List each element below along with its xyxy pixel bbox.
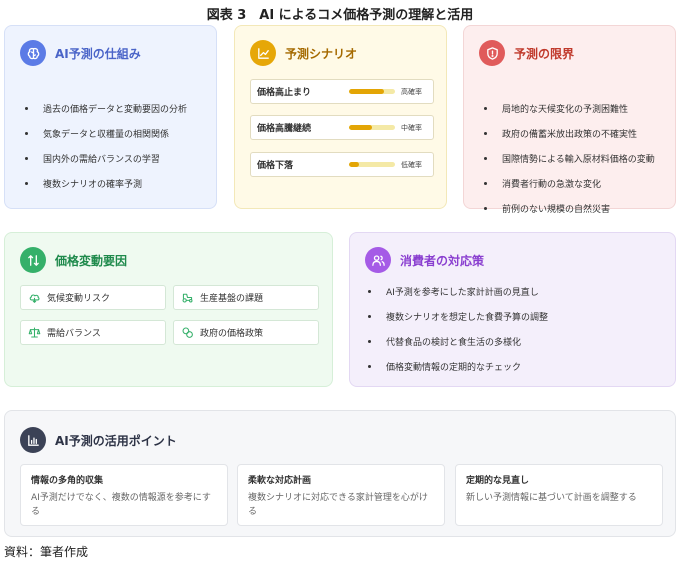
card-title: AI予測の活用ポイント [55,433,177,448]
usage-point: 情報の多角的収集 AI予測だけでなく、複数の情報源を参考にする [20,464,228,526]
scenario-row: 価格下落 低確率 [250,152,434,177]
card-ai-mechanism: AI予測の仕組み 過去の価格データと変動要因の分析 気象データと収穫量の相関関係… [4,25,217,209]
usage-point-desc: 新しい予測情報に基づいて計画を調整する [466,493,637,503]
probability-bar [349,162,395,167]
scenario-label: 価格下落 [257,161,294,171]
list-item: 局地的な天候変化の予測困難性 [480,102,655,115]
users-icon [365,247,391,273]
cloud-icon [29,294,40,303]
card-header: 価格変動要因 [20,247,127,273]
scenario-row: 価格高止まり 高確率 [250,79,434,104]
card-title: 消費者の対応策 [400,253,485,268]
bar-chart-icon [20,427,46,453]
scenario-rate: 低確率 [401,160,422,169]
scenario-row: 価格高騰継続 中確率 [250,115,434,140]
card-header: AI予測の仕組み [20,40,141,66]
card-consumer-measures: 消費者の対応策 AI予測を参考にした家計計画の見直し 複数シナリオを想定した食費… [349,232,676,387]
list-item: 複数シナリオの確率予測 [21,177,187,190]
list-item: 国際情勢による輸入原材料価格の変動 [480,152,655,165]
list-item: 過去の価格データと変動要因の分析 [21,102,187,115]
usage-point-title: 定期的な見直し [466,476,530,486]
card-prediction-limits: 予測の限界 局地的な天候変化の予測困難性 政府の備蓄米放出政策の不確実性 国際情… [463,25,676,215]
list-item: AI予測を参考にした家計計画の見直し [364,285,548,298]
bullet-list: 過去の価格データと変動要因の分析 気象データと収穫量の相関関係 国内外の需給バラ… [21,102,187,202]
list-item: 国内外の需給バランスの学習 [21,152,187,165]
source-note: 資料：筆者作成 [4,545,89,559]
shield-alert-icon [479,40,505,66]
card-ai-usage-points: AI予測の活用ポイント 情報の多角的収集 AI予測だけでなく、複数の情報源を参考… [4,410,676,537]
card-scenarios: 予測シナリオ 価格高止まり 高確率 価格高騰継続 中確率 価格下落 低確率 [234,25,447,209]
factor-item: 気候変動リスク [20,285,166,310]
list-item: 気象データと収穫量の相関関係 [21,127,187,140]
coins-icon [182,327,193,338]
scenario-label: 価格高止まり [257,88,312,98]
tractor-icon [182,293,193,303]
factor-item: 政府の価格政策 [173,320,319,345]
scenario-rate: 中確率 [401,123,422,132]
card-header: 予測の限界 [479,40,574,66]
trend-chart-icon [250,40,276,66]
scenario-rate: 高確率 [401,87,422,96]
probability-fill [349,162,360,167]
factor-label: 需給バランス [47,329,101,339]
factor-item: 需給バランス [20,320,166,345]
card-header: 予測シナリオ [250,40,357,66]
probability-fill [349,125,372,130]
card-price-factors: 価格変動要因 気候変動リスク 生産基盤の課題 需給バランス 政府の価格政策 [4,232,333,387]
factor-label: 生産基盤の課題 [200,294,264,304]
bullet-list: AI予測を参考にした家計計画の見直し 複数シナリオを想定した食費予算の調整 代替… [364,285,548,385]
scale-icon [28,327,41,338]
bullet-list: 局地的な天候変化の予測困難性 政府の備蓄米放出政策の不確実性 国際情勢による輸入… [480,102,655,227]
list-item: 前例のない規模の自然災害 [480,202,655,215]
card-header: AI予測の活用ポイント [20,427,177,453]
card-title: 価格変動要因 [55,253,128,268]
factor-label: 政府の価格政策 [200,329,264,339]
scenario-label: 価格高騰継続 [257,124,312,134]
card-title: 予測の限界 [514,46,575,61]
usage-point: 柔軟な対応計画 複数シナリオに対応できる家計管理を心がける [237,464,445,526]
probability-bar [349,89,395,94]
list-item: 消費者行動の急激な変化 [480,177,655,190]
list-item: 政府の備蓄米放出政策の不確実性 [480,127,655,140]
card-header: 消費者の対応策 [365,247,484,273]
list-item: 価格変動情報の定期的なチェック [364,360,548,373]
list-item: 複数シナリオを想定した食費予算の調整 [364,310,548,323]
figure-title: 図表 3 AI によるコメ価格予測の理解と活用 [206,8,474,23]
card-title: AI予測の仕組み [55,46,141,61]
usage-point-desc: 複数シナリオに対応できる家計管理を心がける [248,493,428,517]
up-down-arrows-icon [20,247,46,273]
probability-bar [349,125,395,130]
factor-label: 気候変動リスク [47,294,111,304]
brain-icon [20,40,46,66]
list-item: 代替食品の検討と食生活の多様化 [364,335,548,348]
usage-point-title: 情報の多角的収集 [31,476,104,486]
probability-fill [349,89,384,94]
usage-point: 定期的な見直し 新しい予測情報に基づいて計画を調整する [455,464,663,526]
usage-point-title: 柔軟な対応計画 [248,476,312,486]
factor-item: 生産基盤の課題 [173,285,319,310]
card-title: 予測シナリオ [285,46,358,61]
usage-point-desc: AI予測だけでなく、複数の情報源を参考にする [31,493,211,517]
